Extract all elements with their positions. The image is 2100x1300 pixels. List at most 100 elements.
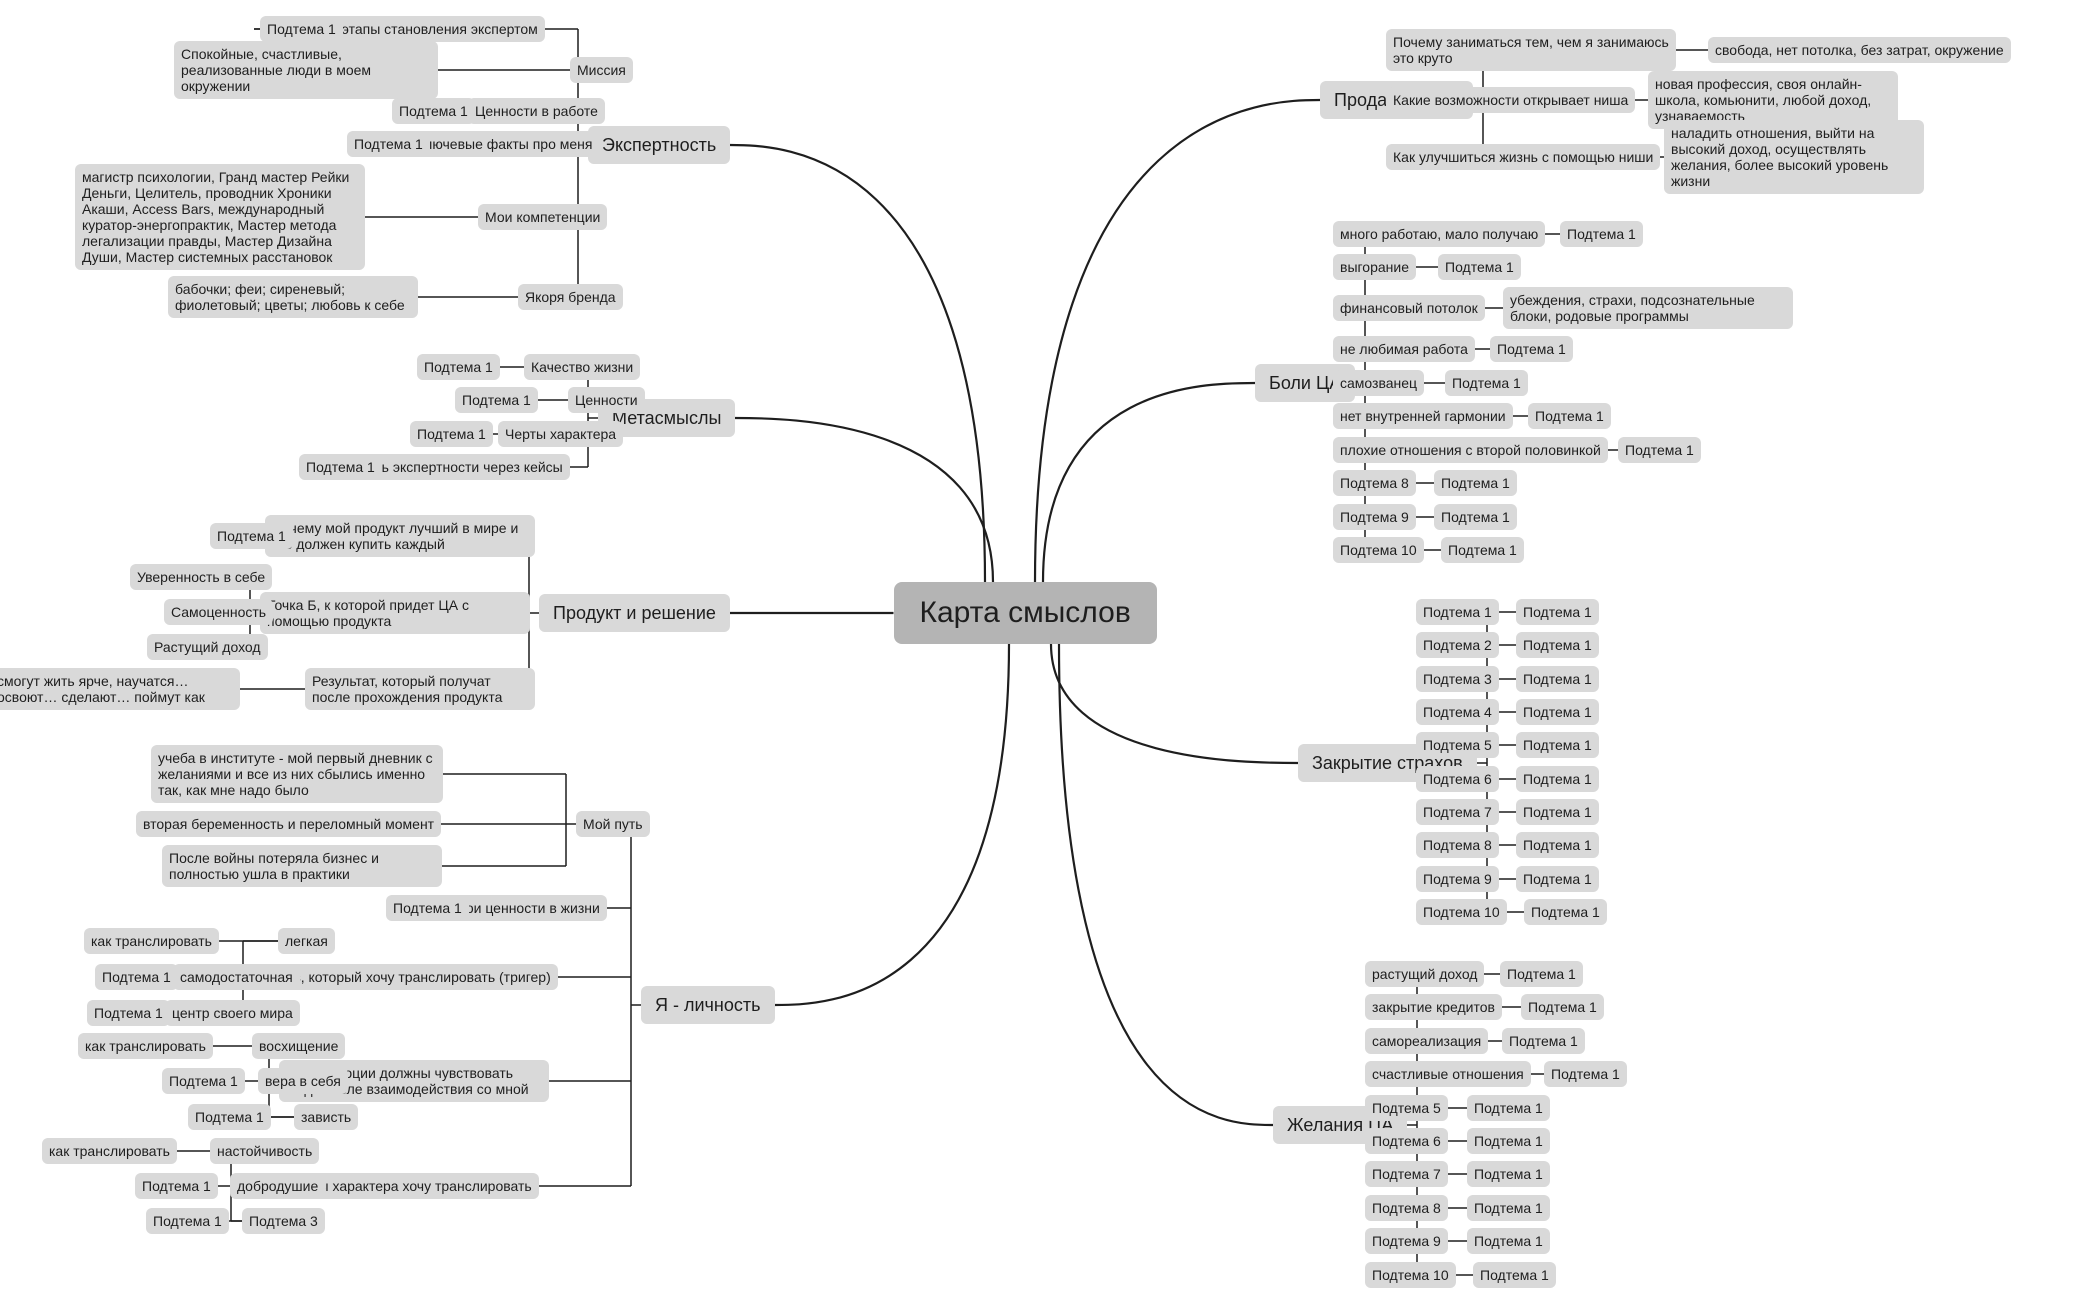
- branch-meta-node-1-node-0[interactable]: Подтема 1: [455, 387, 538, 413]
- branch-pains-node-3-node-0[interactable]: Подтема 1: [1490, 336, 1573, 362]
- branch-desires-node-3-node-0[interactable]: Подтема 1: [1544, 1061, 1627, 1087]
- branch-niche-node-1[interactable]: Какие возможности открывает ниша: [1386, 87, 1636, 113]
- branch-desires-node-5[interactable]: Подтема 6: [1365, 1128, 1448, 1154]
- branch-desires-node-6-node-0[interactable]: Подтема 1: [1467, 1161, 1550, 1187]
- branch-pains-node-2[interactable]: финансовый потолок: [1333, 295, 1485, 321]
- branch-person[interactable]: Я - личность: [641, 986, 775, 1024]
- branch-meta-node-3-node-0[interactable]: Подтема 1: [299, 454, 382, 480]
- branch-person-node-4-node-2[interactable]: Подтема 3: [242, 1208, 325, 1234]
- branch-fears-node-8-node-0[interactable]: Подтема 1: [1516, 866, 1599, 892]
- branch-expert[interactable]: Экспертность: [588, 126, 731, 164]
- branch-desires-node-8-node-0[interactable]: Подтема 1: [1467, 1228, 1550, 1254]
- branch-product-node-0-node-0[interactable]: Подтема 1: [210, 523, 293, 549]
- branch-pains-node-8[interactable]: Подтема 9: [1333, 504, 1416, 530]
- branch-desires-node-4-node-0[interactable]: Подтема 1: [1467, 1095, 1550, 1121]
- branch-fears-node-9-node-0[interactable]: Подтема 1: [1524, 899, 1607, 925]
- branch-fears-node-3[interactable]: Подтема 4: [1416, 699, 1499, 725]
- branch-person-node-4-node-1[interactable]: добродушие: [230, 1173, 326, 1199]
- branch-meta-node-2[interactable]: Черты характера: [498, 421, 624, 447]
- branch-expert-node-1-node-0[interactable]: Спокойные, счастливые, реализованные люд…: [174, 41, 438, 99]
- branch-product-node-1-node-2[interactable]: Растущий доход: [147, 634, 268, 660]
- branch-meta-node-2-node-0[interactable]: Подтема 1: [410, 421, 493, 447]
- branch-person-node-3-node-1-node-0[interactable]: Подтема 1: [162, 1068, 245, 1094]
- branch-pains-node-6[interactable]: плохие отношения с второй половинкой: [1333, 437, 1608, 463]
- branch-person-node-0-node-2[interactable]: После войны потеряла бизнес и полностью …: [162, 845, 442, 887]
- branch-fears-node-5[interactable]: Подтема 6: [1416, 766, 1499, 792]
- branch-product-node-2[interactable]: Результат, который получат после прохожд…: [305, 668, 535, 710]
- branch-expert-node-5[interactable]: Якоря бренда: [518, 284, 623, 310]
- branch-fears-node-7-node-0[interactable]: Подтема 1: [1516, 832, 1599, 858]
- branch-pains-node-9[interactable]: Подтема 10: [1333, 537, 1424, 563]
- branch-person-node-4-node-0-node-0[interactable]: как транслировать: [42, 1138, 177, 1164]
- branch-pains-node-2-node-0[interactable]: убеждения, страхи, подсознательные блоки…: [1503, 287, 1793, 329]
- branch-pains-node-5-node-0[interactable]: Подтема 1: [1528, 403, 1611, 429]
- branch-desires-node-8[interactable]: Подтема 9: [1365, 1228, 1448, 1254]
- branch-niche-node-2[interactable]: Как улучшиться жизнь с помощью ниши: [1386, 144, 1661, 170]
- branch-fears-node-4[interactable]: Подтема 5: [1416, 732, 1499, 758]
- branch-desires-node-4[interactable]: Подтема 5: [1365, 1095, 1448, 1121]
- branch-expert-node-3[interactable]: Ключевые факты про меня: [409, 131, 600, 157]
- branch-expert-node-5-node-0[interactable]: бабочки; феи; сиреневый; фиолетовый; цве…: [168, 276, 418, 318]
- branch-pains-node-4-node-0[interactable]: Подтема 1: [1445, 370, 1528, 396]
- branch-expert-node-4-node-0[interactable]: магистр психологии, Гранд мастер Рейки Д…: [75, 164, 365, 270]
- branch-person-node-4-node-2-node-0[interactable]: Подтема 1: [146, 1208, 229, 1234]
- branch-fears-node-1[interactable]: Подтема 2: [1416, 632, 1499, 658]
- branch-person-node-3-node-2-node-0[interactable]: Подтема 1: [188, 1104, 271, 1130]
- branch-desires-node-1[interactable]: закрытие кредитов: [1365, 994, 1502, 1020]
- branch-desires-node-7[interactable]: Подтема 8: [1365, 1195, 1448, 1221]
- branch-pains-node-7-node-0[interactable]: Подтема 1: [1434, 470, 1517, 496]
- branch-fears-node-9[interactable]: Подтема 10: [1416, 899, 1507, 925]
- branch-pains-node-0[interactable]: много работаю, мало получаю: [1333, 221, 1546, 247]
- branch-desires-node-0-node-0[interactable]: Подтема 1: [1500, 961, 1583, 987]
- branch-fears-node-6[interactable]: Подтема 7: [1416, 799, 1499, 825]
- branch-person-node-3-node-0[interactable]: восхищение: [252, 1033, 346, 1059]
- branch-person-node-2[interactable]: Образ, который хочу транслировать (триге…: [253, 964, 558, 990]
- branch-desires-node-9[interactable]: Подтема 10: [1365, 1262, 1456, 1288]
- branch-person-node-2-node-2[interactable]: центр своего мира: [165, 1000, 300, 1026]
- branch-niche-node-2-node-0[interactable]: наладить отношения, выйти на высокий дох…: [1664, 120, 1924, 194]
- branch-expert-node-3-node-0[interactable]: Подтема 1: [347, 131, 430, 157]
- branch-person-node-4-node-0[interactable]: настойчивость: [210, 1138, 320, 1164]
- branch-product-node-1-node-0[interactable]: Уверенность в себе: [130, 564, 273, 590]
- branch-fears-node-7[interactable]: Подтема 8: [1416, 832, 1499, 858]
- branch-fears-node-0[interactable]: Подтема 1: [1416, 599, 1499, 625]
- branch-desires-node-2-node-0[interactable]: Подтема 1: [1502, 1028, 1585, 1054]
- branch-expert-node-1[interactable]: Миссия: [570, 57, 633, 83]
- branch-fears-node-6-node-0[interactable]: Подтема 1: [1516, 799, 1599, 825]
- branch-fears-node-2[interactable]: Подтема 3: [1416, 666, 1499, 692]
- branch-pains-node-3[interactable]: не любимая работа: [1333, 336, 1475, 362]
- branch-desires-node-0[interactable]: растущий доход: [1365, 961, 1485, 987]
- branch-pains-node-0-node-0[interactable]: Подтема 1: [1560, 221, 1643, 247]
- branch-person-node-2-node-0-node-0[interactable]: как транслировать: [84, 928, 219, 954]
- branch-person-node-3-node-2[interactable]: зависть: [294, 1104, 359, 1130]
- branch-pains-node-7[interactable]: Подтема 8: [1333, 470, 1416, 496]
- branch-product-node-0[interactable]: Почему мой продукт лучший в мире и его д…: [265, 515, 535, 557]
- branch-fears-node-4-node-0[interactable]: Подтема 1: [1516, 732, 1599, 758]
- branch-desires-node-7-node-0[interactable]: Подтема 1: [1467, 1195, 1550, 1221]
- branch-pains-node-9-node-0[interactable]: Подтема 1: [1441, 537, 1524, 563]
- branch-person-node-2-node-1[interactable]: самодостаточная: [173, 964, 300, 990]
- central-topic[interactable]: Карта смыслов: [893, 582, 1157, 644]
- branch-fears-node-0-node-0[interactable]: Подтема 1: [1516, 599, 1599, 625]
- branch-person-node-4-node-1-node-0[interactable]: Подтема 1: [135, 1173, 218, 1199]
- branch-expert-node-2-node-0[interactable]: Подтема 1: [392, 98, 475, 124]
- branch-pains-node-1-node-0[interactable]: Подтема 1: [1438, 254, 1521, 280]
- branch-meta-node-0-node-0[interactable]: Подтема 1: [417, 354, 500, 380]
- branch-fears-node-2-node-0[interactable]: Подтема 1: [1516, 666, 1599, 692]
- branch-product-node-2-node-0[interactable]: смогут жить ярче, научатся… освоют… сдел…: [0, 668, 240, 710]
- branch-person-node-2-node-2-node-0[interactable]: Подтема 1: [87, 1000, 170, 1026]
- branch-meta-node-0[interactable]: Качество жизни: [524, 354, 641, 380]
- branch-expert-node-4[interactable]: Мои компетенции: [478, 204, 608, 230]
- branch-expert-node-0-node-0[interactable]: Подтема 1: [260, 16, 343, 42]
- branch-fears-node-8[interactable]: Подтема 9: [1416, 866, 1499, 892]
- branch-fears-node-1-node-0[interactable]: Подтема 1: [1516, 632, 1599, 658]
- branch-desires-node-2[interactable]: самореализация: [1365, 1028, 1489, 1054]
- branch-person-node-0-node-1[interactable]: вторая беременность и переломный момент: [136, 811, 442, 837]
- branch-pains-node-5[interactable]: нет внутренней гармонии: [1333, 403, 1513, 429]
- branch-expert-node-2[interactable]: Ценности в работе: [468, 98, 605, 124]
- branch-pains-node-6-node-0[interactable]: Подтема 1: [1618, 437, 1701, 463]
- branch-desires-node-3[interactable]: счастливые отношения: [1365, 1061, 1531, 1087]
- branch-desires-node-1-node-0[interactable]: Подтема 1: [1521, 994, 1604, 1020]
- branch-person-node-0[interactable]: Мой путь: [576, 811, 650, 837]
- branch-person-node-1[interactable]: Мои ценности в жизни: [447, 895, 607, 921]
